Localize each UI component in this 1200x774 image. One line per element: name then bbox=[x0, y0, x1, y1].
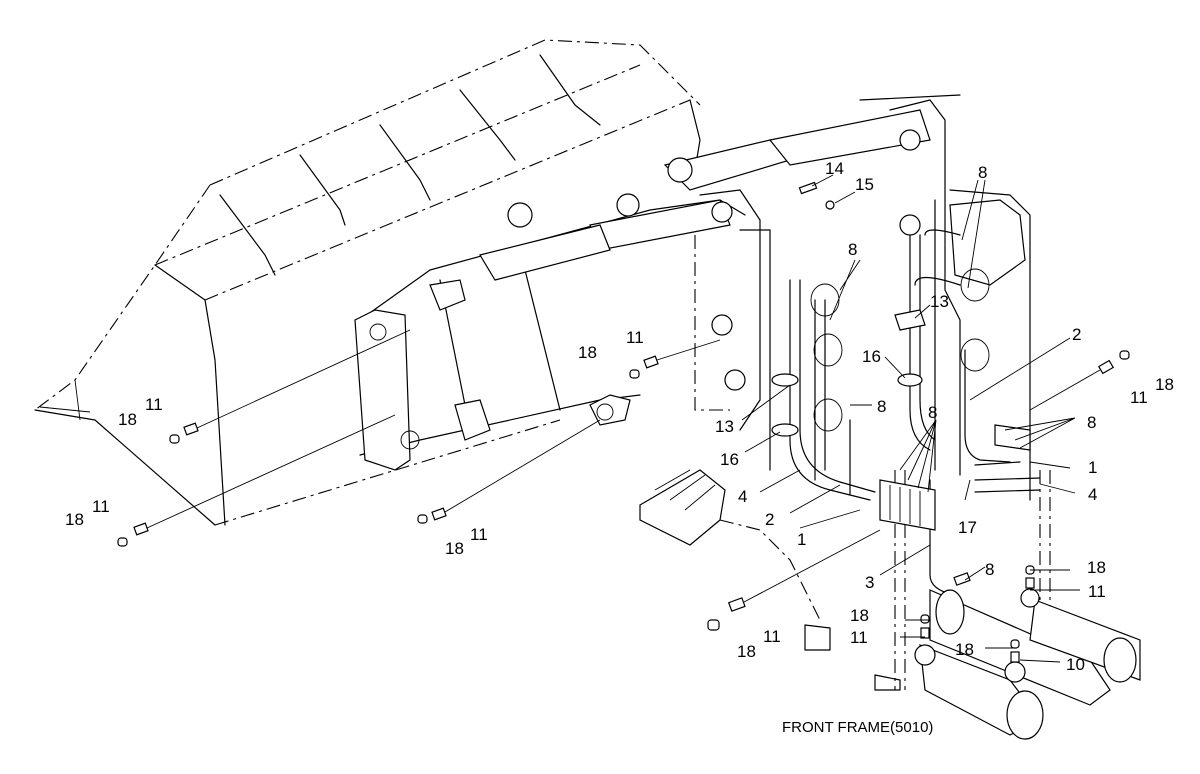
callout-11a: 11 bbox=[145, 395, 163, 414]
axle-assembly bbox=[804, 588, 1141, 740]
callout-8e: 8 bbox=[1087, 413, 1096, 432]
callout-1b: 1 bbox=[1088, 458, 1097, 477]
callout-18f: 18 bbox=[1155, 375, 1174, 394]
hitch-bracket bbox=[639, 469, 821, 621]
callout-15: 15 bbox=[855, 175, 874, 194]
left-boom-arm bbox=[354, 199, 746, 471]
callout-11g: 11 bbox=[1088, 582, 1106, 601]
callout-2a: 2 bbox=[765, 510, 774, 529]
callout-18g: 18 bbox=[1087, 558, 1106, 577]
callout-3: 3 bbox=[865, 573, 874, 592]
callout-18c: 18 bbox=[578, 343, 597, 362]
callout-17: 17 bbox=[958, 518, 977, 537]
callout-18i: 18 bbox=[955, 640, 974, 659]
callout-8f: 8 bbox=[985, 560, 994, 579]
callout-14: 14 bbox=[825, 159, 844, 178]
callout-13b: 13 bbox=[930, 292, 949, 311]
callout-18d: 18 bbox=[445, 539, 464, 558]
callout-18a: 18 bbox=[118, 410, 137, 429]
callout-8c: 8 bbox=[877, 397, 886, 416]
callout-16a: 16 bbox=[720, 450, 739, 469]
callout-8a: 8 bbox=[978, 163, 987, 182]
callouts: 1 1 2 2 3 4 4 8 8 8 8 8 8 10 11 11 11 11… bbox=[65, 159, 1174, 674]
callout-18h: 18 bbox=[850, 606, 869, 625]
loader-frame bbox=[694, 94, 1051, 690]
callout-11f: 11 bbox=[1130, 388, 1148, 407]
grease-fittings bbox=[117, 181, 1130, 663]
callout-11b: 11 bbox=[92, 497, 110, 516]
leader-lines bbox=[146, 174, 1101, 663]
bucket bbox=[34, 39, 701, 526]
callout-2b: 2 bbox=[1072, 325, 1081, 344]
callout-8d: 8 bbox=[928, 403, 937, 422]
callout-18b: 18 bbox=[65, 510, 84, 529]
callout-10: 10 bbox=[1066, 655, 1085, 674]
callout-8b: 8 bbox=[848, 240, 857, 259]
callout-11e: 11 bbox=[763, 627, 781, 646]
lift-cylinders bbox=[479, 109, 931, 281]
callout-13a: 13 bbox=[715, 417, 734, 436]
callout-4a: 4 bbox=[738, 487, 747, 506]
callout-1a: 1 bbox=[797, 530, 806, 549]
callout-11h: 11 bbox=[850, 628, 868, 647]
callout-11d: 11 bbox=[470, 525, 488, 544]
callout-18e: 18 bbox=[737, 642, 756, 661]
hydraulic-hoses bbox=[771, 229, 1041, 596]
callout-11c: 11 bbox=[626, 328, 644, 347]
diagram-caption: FRONT FRAME(5010) bbox=[782, 719, 933, 736]
callout-4b: 4 bbox=[1088, 485, 1097, 504]
callout-16b: 16 bbox=[862, 347, 881, 366]
